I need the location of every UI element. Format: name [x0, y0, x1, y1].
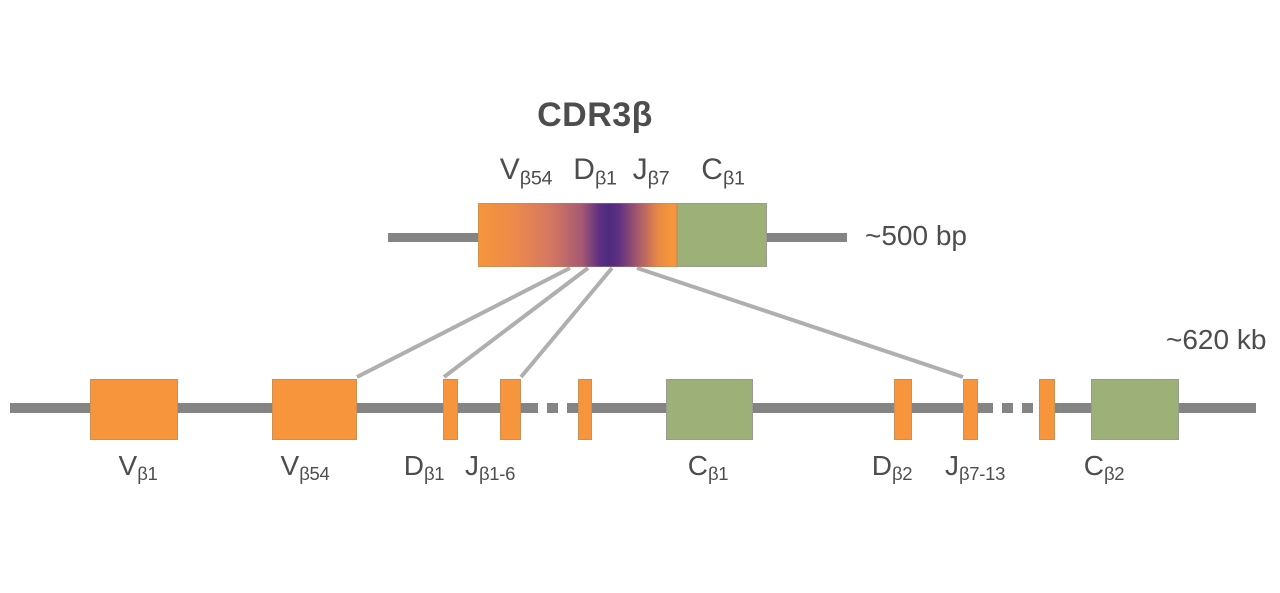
label-subscript: β7-13 [958, 463, 1006, 485]
transcript-line-right [767, 233, 847, 242]
segment-j-beta-13-box [1039, 379, 1055, 440]
locus-label-d-beta-2: Dβ2 [872, 450, 913, 485]
transcript-scale-label: ~500 bp [865, 220, 967, 251]
label-main: C [701, 153, 723, 186]
label-main: V [280, 450, 300, 481]
locus-label-c-beta-1: Cβ1 [688, 450, 729, 485]
label-subscript: β2 [891, 463, 913, 485]
locus-line-segment [10, 403, 527, 413]
locus-label-j-beta-1-6: Jβ1-6 [465, 450, 515, 485]
locus-label-j-beta-7-13: Jβ7-13 [945, 450, 1005, 485]
segment-d-beta-2-box [894, 379, 912, 440]
label-main: V [118, 450, 138, 481]
label-main: C [687, 450, 708, 481]
locus-line-dotted-j2 [982, 403, 1039, 413]
transcript-line-left [388, 233, 478, 242]
connector-line-j-beta-7-13 [636, 266, 964, 379]
label-main: C [1083, 450, 1104, 481]
transcript-label-d-beta-1: Dβ1 [573, 153, 617, 191]
label-main: D [871, 450, 892, 481]
locus-label-d-beta-1: Dβ1 [404, 450, 445, 485]
transcript-c-beta-1-box [677, 203, 767, 267]
connector-line-v-beta-54 [356, 266, 571, 379]
label-subscript: β2 [1103, 463, 1125, 485]
connector-line-j-beta-1-6 [519, 266, 614, 379]
locus-scale-label: ~620 kb [1166, 324, 1267, 355]
segment-j-beta-1-box [500, 379, 521, 440]
label-subscript: β1 [137, 463, 158, 485]
label-main: D [403, 450, 424, 481]
segment-j-beta-6-box [578, 379, 592, 440]
locus-label-v-beta-54: Vβ54 [281, 450, 330, 485]
label-subscript: β7 [647, 167, 670, 190]
segment-j-beta-7-box [963, 379, 978, 440]
label-subscript: β54 [519, 167, 553, 190]
transcript-label-c-beta-1: Cβ1 [701, 153, 745, 191]
locus-line-dotted-j1 [527, 403, 576, 413]
label-main: J [632, 153, 648, 186]
transcript-label-v-beta-54: Vβ54 [500, 153, 553, 191]
label-main: J [944, 450, 959, 481]
label-main: V [499, 153, 520, 186]
label-subscript: β1 [707, 463, 729, 485]
transcript-vdj-recombined-box [478, 203, 677, 267]
segment-d-beta-1-box [443, 379, 458, 440]
locus-label-c-beta-2: Cβ2 [1084, 450, 1125, 485]
locus-label-v-beta-1: Vβ1 [119, 450, 158, 485]
locus-line-segment [576, 403, 982, 413]
segment-c-beta-1-box [666, 379, 753, 440]
label-main: D [573, 153, 595, 186]
label-subscript: β54 [299, 463, 330, 485]
label-subscript: β1 [722, 167, 745, 190]
label-subscript: β1 [423, 463, 445, 485]
diagram-title: CDR3β [537, 96, 653, 134]
segment-v-beta-1-box [90, 379, 178, 440]
label-subscript: β1 [594, 167, 617, 190]
connector-line-d-beta-1 [442, 266, 590, 379]
transcript-label-j-beta-7: Jβ7 [633, 153, 670, 191]
segment-c-beta-2-box [1091, 379, 1179, 440]
segment-v-beta-54-box [272, 379, 357, 440]
label-subscript: β1-6 [478, 463, 516, 485]
label-main: J [464, 450, 479, 481]
